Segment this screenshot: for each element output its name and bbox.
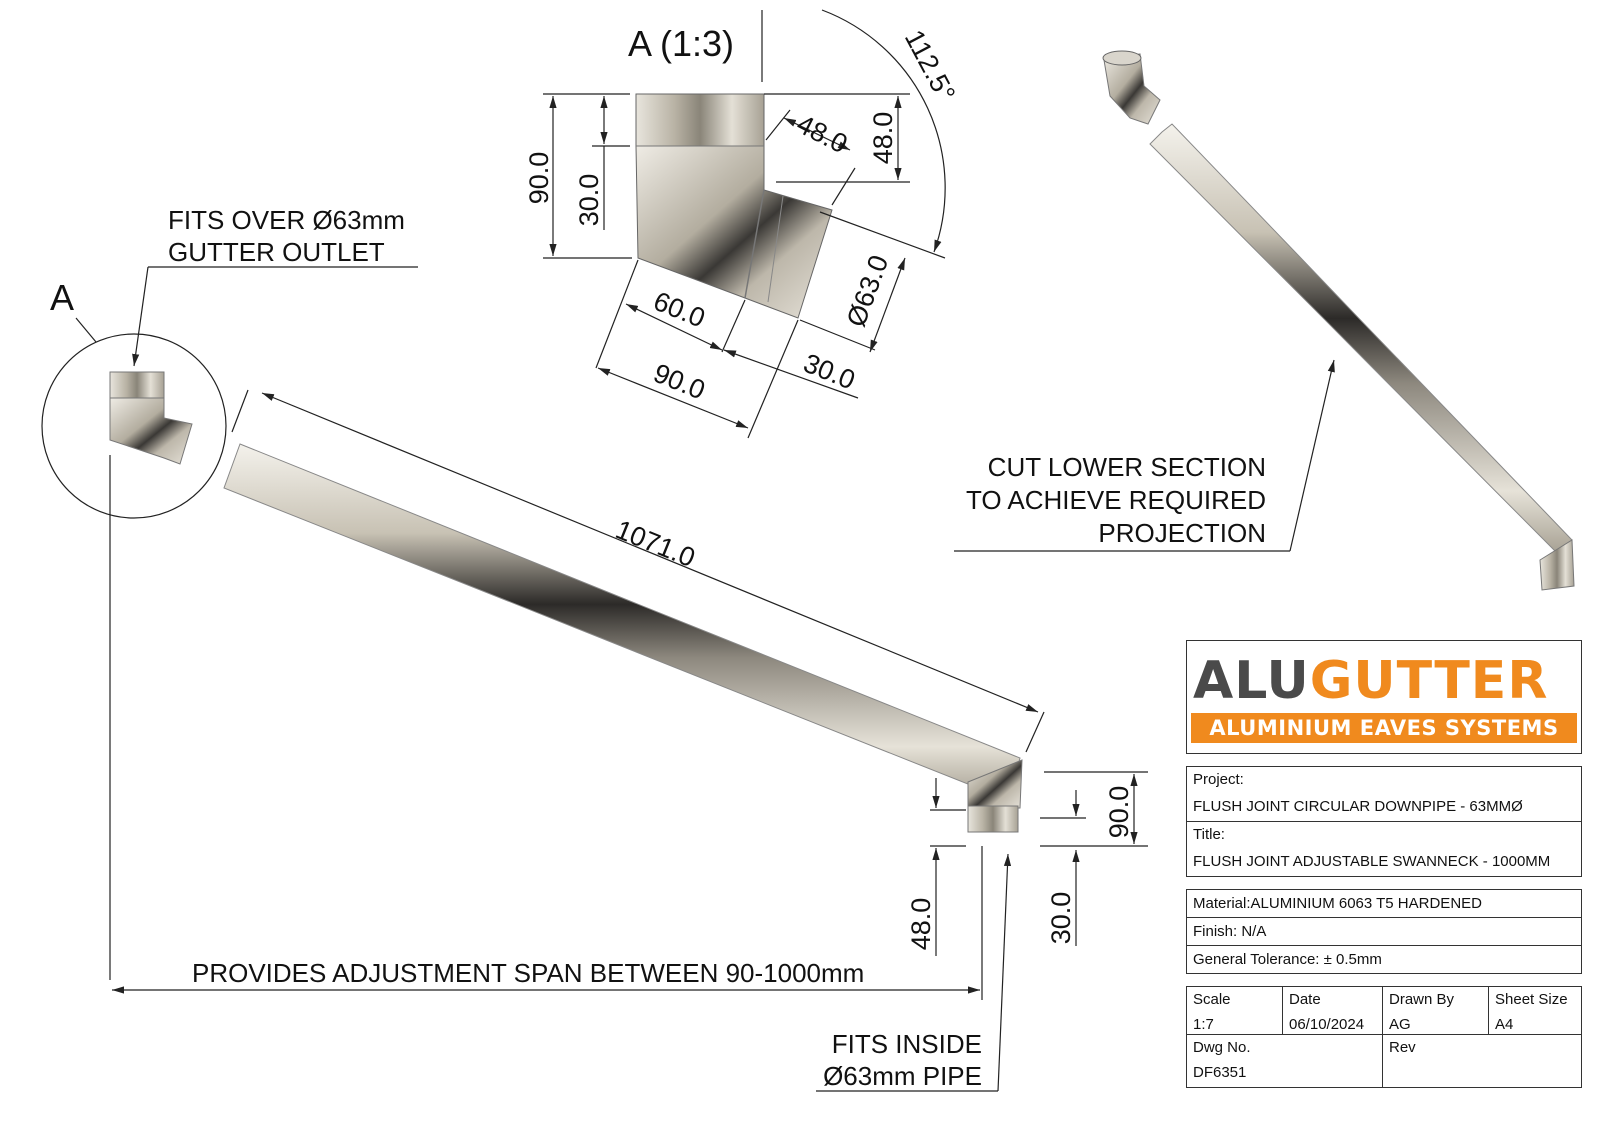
detail-dim-90-bottom: 90.0 (649, 358, 709, 406)
title-block: ALUGUTTER ALUMINIUM EAVES SYSTEMS Projec… (1186, 640, 1582, 1088)
dwg-cell: Dwg No. DF6351 (1187, 1035, 1383, 1087)
note-fits-inside-2: Ø63mm PIPE (823, 1061, 982, 1091)
project-label: Project: (1193, 771, 1244, 788)
project-section: Project: FLUSH JOINT CIRCULAR DOWNPIPE -… (1186, 766, 1582, 877)
main-dim-30: 30.0 (1046, 892, 1076, 945)
drawn-cell: Drawn By AG (1383, 987, 1489, 1035)
rev-label: Rev (1389, 1039, 1416, 1056)
note-fits-over-2: GUTTER OUTLET (168, 237, 385, 267)
title-value: FLUSH JOINT ADJUSTABLE SWANNECK - 1000MM (1193, 853, 1551, 870)
logo-alu: ALU (1193, 651, 1310, 711)
detail-marker-a: A (50, 277, 74, 318)
material-value: ALUMINIUM 6063 T5 HARDENED (1250, 895, 1482, 912)
iso-end (1539, 539, 1575, 591)
date-label: Date (1289, 991, 1321, 1008)
material-section: Material:ALUMINIUM 6063 T5 HARDENED Fini… (1186, 889, 1582, 974)
iso-view (1102, 50, 1575, 591)
scale-value: 1:7 (1193, 1016, 1214, 1033)
detail-a-view: A (1:3) 90.0 30.0 48.0 48.0 112.5° Ø63.0 (524, 9, 961, 439)
scale-cell: Scale 1:7 (1187, 987, 1283, 1035)
detail-circle (41, 333, 227, 519)
sheet-value: A4 (1495, 1016, 1514, 1033)
scale-label: Scale (1193, 991, 1231, 1008)
info-grid: Scale 1:7 Date 06/10/2024 Drawn By AG Sh… (1186, 986, 1582, 1088)
note-fits-inside-1: FITS INSIDE (832, 1029, 982, 1059)
sheet-cell: Sheet Size A4 (1489, 987, 1581, 1035)
date-cell: Date 06/10/2024 (1283, 987, 1383, 1035)
logo-gutter: GUTTER (1309, 651, 1549, 711)
finish-row: Finish: N/A (1187, 918, 1581, 946)
sheet-label: Sheet Size (1495, 991, 1568, 1008)
note-span: PROVIDES ADJUSTMENT SPAN BETWEEN 90-1000… (192, 958, 864, 988)
note-cut-2: TO ACHIEVE REQUIRED (966, 485, 1266, 515)
main-dim-length: 1071.0 (611, 514, 699, 573)
detail-dim-48-angled: 48.0 (792, 109, 852, 160)
logo-box: ALUGUTTER ALUMINIUM EAVES SYSTEMS (1186, 640, 1582, 754)
main-bottom-socket (967, 805, 1019, 833)
detail-dim-90: 90.0 (524, 152, 554, 205)
detail-dim-60: 60.0 (649, 286, 709, 334)
date-value: 06/10/2024 (1289, 1016, 1365, 1033)
title-label: Title: (1193, 826, 1225, 843)
detail-dim-diameter: Ø63.0 (841, 251, 894, 330)
main-pipe (223, 443, 1021, 801)
logo-tagline: ALUMINIUM EAVES SYSTEMS (1191, 713, 1577, 743)
material-row: Material:ALUMINIUM 6063 T5 HARDENED (1187, 890, 1581, 918)
drawn-label: Drawn By (1389, 991, 1455, 1008)
tolerance-row: General Tolerance: ± 0.5mm (1193, 951, 1382, 968)
main-view: FITS OVER Ø63mm GUTTER OUTLET A 1071.0 C… (41, 205, 1335, 1092)
note-cut-3: PROJECTION (1098, 518, 1266, 548)
dwg-value: DF6351 (1193, 1064, 1247, 1081)
material-label: Material: (1193, 895, 1251, 912)
detail-socket (635, 93, 765, 147)
drawn-value: AG (1389, 1016, 1411, 1033)
detail-a-label: A (1:3) (628, 23, 734, 64)
rev-cell: Rev (1383, 1035, 1581, 1087)
main-dim-90: 90.0 (1104, 786, 1134, 839)
main-elbow (967, 759, 1023, 809)
project-value: FLUSH JOINT CIRCULAR DOWNPIPE - 63MMØ (1187, 793, 1581, 822)
main-dim-48: 48.0 (906, 898, 936, 951)
detail-dim-48-vertical: 48.0 (868, 112, 898, 165)
detail-dim-30: 30.0 (574, 174, 604, 227)
logo-wordmark: ALUGUTTER (1193, 653, 1548, 709)
note-cut-1: CUT LOWER SECTION (988, 452, 1266, 482)
note-fits-over-1: FITS OVER Ø63mm (168, 205, 405, 235)
detail-elbow-body (635, 145, 833, 319)
dwg-label: Dwg No. (1193, 1039, 1251, 1056)
